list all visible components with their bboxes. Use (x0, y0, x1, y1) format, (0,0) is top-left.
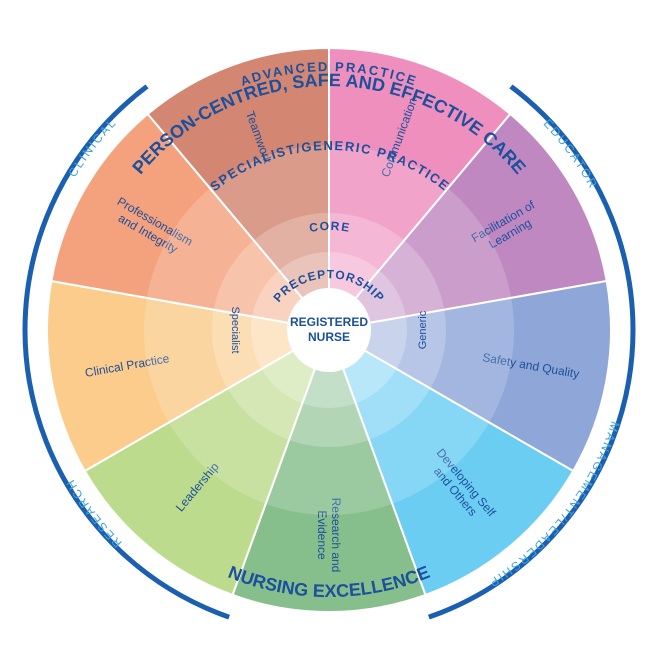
core-label: CORE (308, 219, 352, 235)
wheel-segment (50, 112, 332, 332)
wheel-segment (231, 327, 427, 613)
segment-label-line: Research and (329, 498, 343, 573)
generic-label: Generic (417, 310, 429, 349)
segment-label-line: Evidence (315, 510, 329, 560)
top-title-backdrop (139, 8, 519, 104)
specialist-label: Specialist (229, 306, 241, 353)
wheel-segment (327, 327, 575, 597)
segment-label: Research andEvidence (315, 498, 343, 573)
center-label-line1: REGISTERED (290, 315, 368, 329)
wheel-segment (146, 46, 330, 333)
wheel-segment (326, 112, 608, 332)
wheel-segment (46, 279, 332, 473)
center-label-line2: NURSE (308, 330, 350, 344)
wheel-segment (328, 46, 512, 333)
center-circle (287, 288, 371, 372)
wheel-segment (83, 327, 331, 597)
wheel-segment (326, 279, 612, 473)
bottom-title-backdrop (221, 608, 437, 657)
